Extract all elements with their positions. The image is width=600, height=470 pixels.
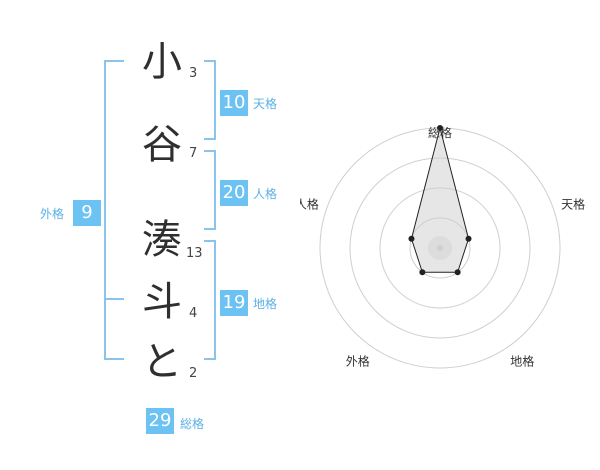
radar-center-dot — [437, 245, 443, 251]
radar-axis-label-3: 地格 — [510, 353, 534, 368]
radar-axis-label-2: 天格 — [561, 197, 585, 212]
stroke-count-5: 2 — [189, 366, 198, 381]
name-char-3: 湊 — [142, 217, 182, 263]
stroke-count-4: 4 — [189, 306, 198, 321]
radar-data-polygon — [410, 127, 470, 273]
chikaku-label: 地格 — [253, 297, 278, 311]
radar-point-2 — [465, 235, 472, 242]
stroke-count-1: 3 — [189, 66, 198, 81]
name-char-4: 斗 — [142, 279, 182, 325]
radar-point-5 — [408, 235, 415, 242]
radar-axis-label-1: 総格 — [428, 125, 452, 140]
soukaku-label: 総格 — [180, 417, 205, 431]
stroke-count-2: 7 — [189, 146, 198, 161]
name-char-5: と — [142, 339, 182, 385]
radar-axis-label-4: 外格 — [346, 353, 370, 368]
gaikaku-value: 9 — [73, 200, 101, 226]
tenkaku-label: 天格 — [253, 97, 278, 111]
radar-axis-label-5: 人格 — [300, 197, 319, 212]
name-char-2: 谷 — [142, 122, 182, 168]
jinkaku-bracket — [204, 150, 216, 230]
radar-point-1 — [437, 125, 443, 131]
tenkaku-bracket — [204, 60, 216, 140]
gaikaku-bracket — [104, 60, 124, 360]
radar-point-4 — [419, 269, 426, 276]
chikaku-bracket — [204, 240, 216, 360]
radar-point-3 — [454, 269, 461, 276]
soukaku-value: 29 — [146, 408, 174, 434]
jinkaku-value: 20 — [220, 180, 248, 206]
gaikaku-label: 外格 — [40, 207, 65, 221]
chikaku-value: 19 — [220, 290, 248, 316]
jinkaku-label: 人格 — [253, 187, 278, 201]
gaikaku-bracket-tick — [104, 298, 124, 300]
tenkaku-value: 10 — [220, 90, 248, 116]
name-char-1: 小 — [142, 39, 182, 85]
stroke-count-3: 13 — [186, 246, 203, 261]
